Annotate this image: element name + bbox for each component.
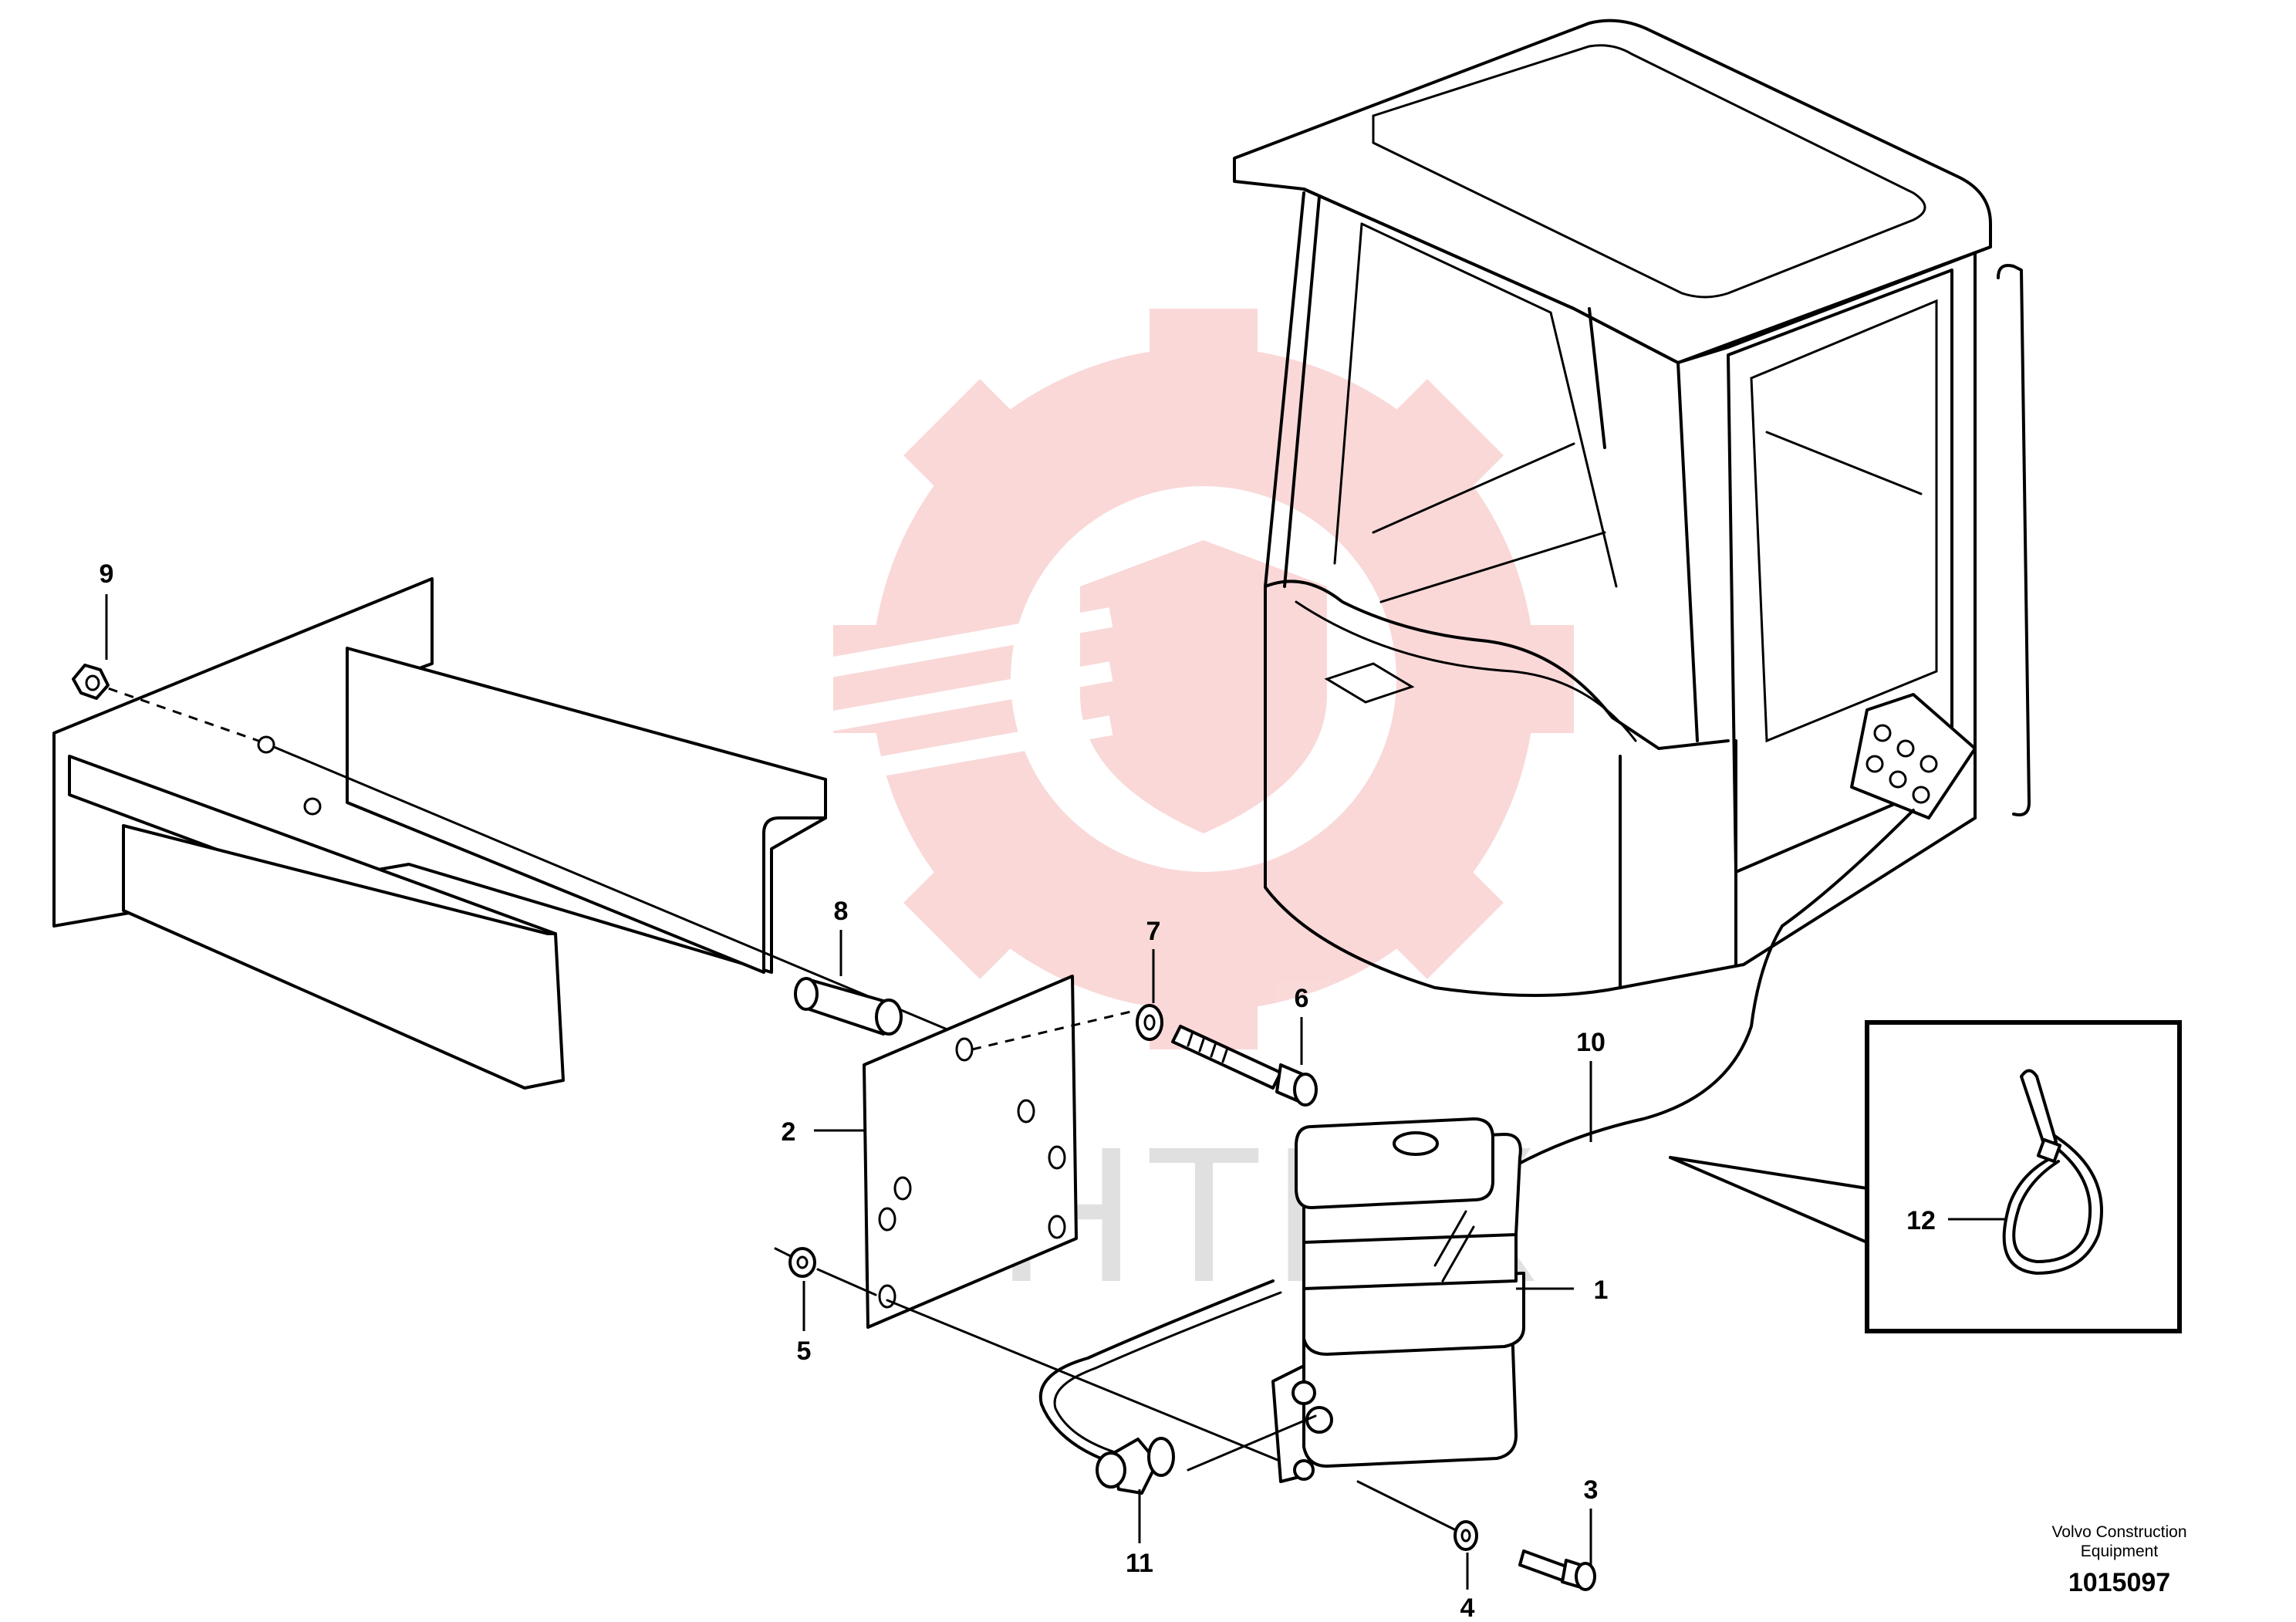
elbow-fitting-part-11 xyxy=(1096,1437,1175,1495)
hose-inner xyxy=(1053,1291,1282,1454)
operator-cab xyxy=(1233,19,2031,997)
callout-8: 8 xyxy=(834,897,849,926)
bolt-part-3 xyxy=(1518,1549,1596,1591)
credit-line-1: Volvo Construction xyxy=(2051,1523,2186,1541)
plate-part-2 xyxy=(863,975,1078,1329)
drawing-number: 1015097 xyxy=(2068,1568,2170,1597)
leader-lines xyxy=(105,594,2006,1590)
washer-part-5 xyxy=(788,1247,816,1278)
nut-part-9 xyxy=(72,664,110,700)
spacer-part-8 xyxy=(794,977,903,1036)
callout-2: 2 xyxy=(782,1117,796,1147)
callout-11: 11 xyxy=(1126,1549,1153,1578)
callout-9: 9 xyxy=(100,559,114,589)
callout-3: 3 xyxy=(1584,1475,1599,1505)
detail-inset-frame xyxy=(1865,1020,2182,1333)
callout-6: 6 xyxy=(1295,984,1309,1013)
watermark-gear-logo xyxy=(677,309,1574,1049)
reservoir-part-1 xyxy=(1271,1117,1525,1483)
callout-7: 7 xyxy=(1146,917,1161,946)
bolt-part-6 xyxy=(1171,1025,1318,1107)
callout-4: 4 xyxy=(1460,1593,1475,1622)
callout-5: 5 xyxy=(797,1336,812,1366)
cable-tie-part-12 xyxy=(2002,1069,2103,1275)
credit-line-2: Equipment xyxy=(2081,1543,2159,1560)
washer-part-4 xyxy=(1454,1520,1478,1551)
washer-part-7 xyxy=(1136,1004,1163,1041)
hose xyxy=(1038,1279,1275,1464)
callout-12: 12 xyxy=(1906,1206,1936,1235)
cable-10 xyxy=(1514,809,1915,1167)
callout-1: 1 xyxy=(1594,1276,1609,1305)
callout-10: 10 xyxy=(1576,1028,1606,1057)
mounting-bracket xyxy=(52,577,827,1090)
